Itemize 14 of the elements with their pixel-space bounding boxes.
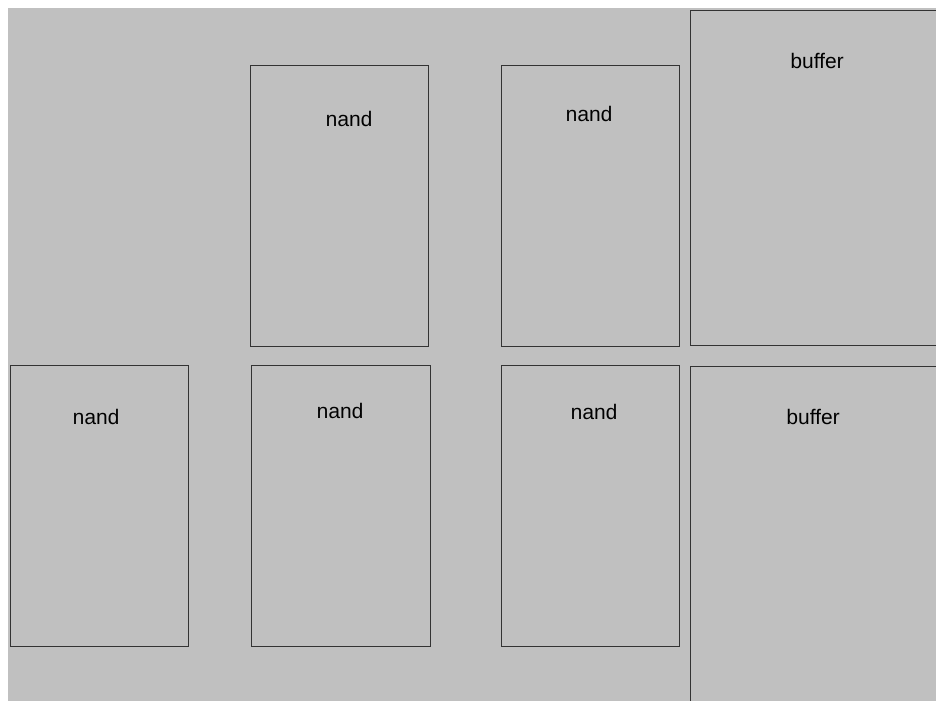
block-box (251, 365, 431, 647)
block-box (10, 365, 189, 647)
block-box (690, 366, 936, 701)
block-label: nand (326, 108, 372, 132)
block-label: nand (316, 400, 364, 424)
block-box (501, 365, 680, 647)
block-box (250, 65, 429, 347)
block-label: buffer (786, 406, 840, 430)
block-label: nand (570, 401, 618, 425)
block-label: buffer (790, 50, 844, 74)
block-label: nand (72, 406, 120, 430)
block-label: nand (566, 103, 612, 127)
block-box (690, 10, 936, 346)
block-box (501, 65, 680, 347)
